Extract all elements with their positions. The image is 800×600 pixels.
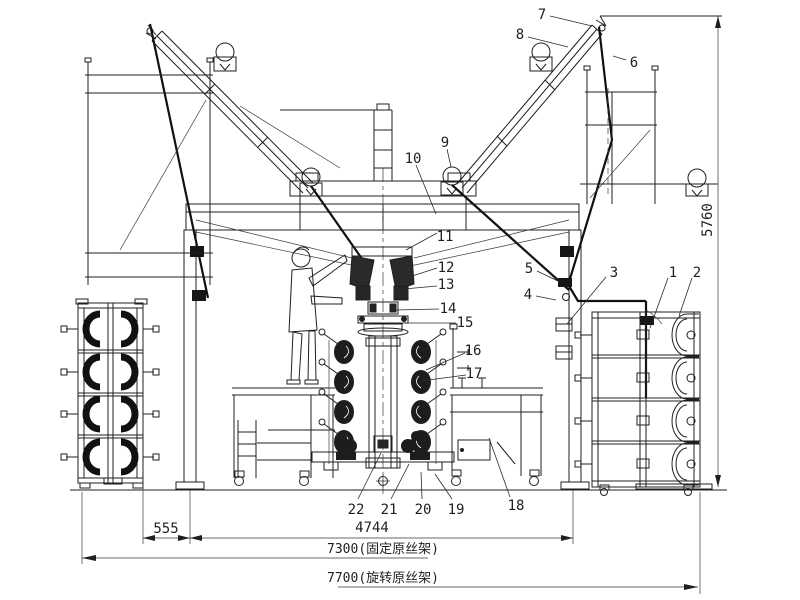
callout-20: 20 bbox=[415, 471, 432, 518]
post-clamps bbox=[555, 317, 573, 360]
dim-555-label: 555 bbox=[153, 521, 178, 537]
worker-figure bbox=[286, 246, 348, 385]
callout-12-label: 12 bbox=[438, 260, 455, 276]
pulley-left-outer bbox=[213, 42, 237, 72]
callout-7: 7 bbox=[538, 7, 593, 27]
dim-5760: 5760 bbox=[700, 16, 721, 487]
callout-2: 2 bbox=[678, 265, 701, 317]
callout-4-label: 4 bbox=[524, 287, 532, 303]
callout-7-label: 7 bbox=[538, 7, 546, 23]
right-creel-rack bbox=[574, 309, 713, 496]
callout-3: 3 bbox=[566, 265, 618, 325]
callout-21-label: 21 bbox=[381, 502, 398, 518]
tension-roller bbox=[562, 293, 570, 301]
center-column bbox=[328, 246, 437, 469]
callout-18-label: 18 bbox=[508, 498, 525, 514]
callout-13: 13 bbox=[403, 277, 455, 293]
callout-19-label: 19 bbox=[448, 502, 465, 518]
pulley-left-inner bbox=[299, 167, 323, 197]
cable-anchors bbox=[190, 246, 654, 325]
callout-16: 16 bbox=[425, 343, 482, 371]
dim-7700: 7700(旋转原丝架) bbox=[327, 492, 701, 594]
callout-11-label: 11 bbox=[437, 229, 454, 245]
dim-4744-label: 4744 bbox=[355, 520, 389, 536]
callout-2-label: 2 bbox=[693, 265, 701, 281]
callout-18: 18 bbox=[488, 437, 525, 514]
callout-3-label: 3 bbox=[610, 265, 618, 281]
bobbins bbox=[82, 310, 139, 476]
callout-4: 4 bbox=[524, 287, 557, 303]
spools bbox=[671, 313, 699, 486]
dim-7700-label: 7700(旋转原丝架) bbox=[327, 571, 439, 586]
wire-cables bbox=[148, 23, 648, 398]
callout-11: 11 bbox=[405, 229, 454, 251]
dim-7300-label: 7300(固定原丝架) bbox=[327, 542, 439, 557]
roller-arms bbox=[318, 328, 447, 449]
dim-5760-label: 5760 bbox=[700, 203, 716, 237]
callout-6: 6 bbox=[612, 55, 638, 71]
callout-14-label: 14 bbox=[440, 301, 457, 317]
left-scaffold bbox=[84, 57, 214, 285]
callout-8: 8 bbox=[516, 27, 569, 48]
right-scaffold bbox=[580, 65, 718, 204]
callout-9: 9 bbox=[441, 135, 452, 168]
pulley-right-outer bbox=[529, 42, 553, 72]
callout-20-label: 20 bbox=[415, 502, 432, 518]
callout-21: 21 bbox=[381, 463, 410, 518]
machine-geometry bbox=[60, 15, 727, 496]
callout-9-label: 9 bbox=[441, 135, 449, 151]
callout-15-label: 15 bbox=[457, 315, 474, 331]
dimensions-layer: 555 4744 7300(固定原丝架) 7700(旋转原丝架) 5760 bbox=[81, 16, 721, 594]
center-tower bbox=[280, 103, 477, 204]
callout-15: 15 bbox=[400, 315, 473, 331]
callout-8-label: 8 bbox=[516, 27, 524, 43]
bottom-drive-assembly bbox=[311, 431, 455, 488]
callout-22: 22 bbox=[348, 452, 382, 518]
main-frame bbox=[175, 203, 590, 490]
callout-1-label: 1 bbox=[669, 265, 677, 281]
pulley-far-right bbox=[685, 168, 709, 197]
left-bench bbox=[232, 387, 335, 486]
dim-7300: 7300(固定原丝架) bbox=[81, 492, 439, 564]
callout-1: 1 bbox=[649, 265, 677, 329]
callout-22-label: 22 bbox=[348, 502, 365, 518]
right-boom-arm bbox=[456, 15, 607, 194]
dim-555: 555 bbox=[142, 486, 191, 544]
callout-19: 19 bbox=[434, 473, 465, 518]
dim-4744: 4744 bbox=[190, 490, 574, 544]
callout-5-label: 5 bbox=[525, 261, 533, 277]
callout-13-label: 13 bbox=[438, 277, 455, 293]
callout-17-label: 17 bbox=[466, 366, 483, 382]
callout-17: 17 bbox=[420, 366, 483, 382]
callout-5: 5 bbox=[525, 261, 561, 283]
callouts-layer: 1 2 3 4 5 6 7 8 bbox=[348, 7, 702, 518]
callout-6-label: 6 bbox=[630, 55, 638, 71]
callout-10: 10 bbox=[405, 151, 437, 215]
callout-14: 14 bbox=[395, 301, 457, 317]
roller-stack-right bbox=[411, 340, 431, 454]
left-creel-rack bbox=[60, 298, 160, 489]
callout-16-label: 16 bbox=[465, 343, 482, 359]
callout-10-label: 10 bbox=[405, 151, 422, 167]
callout-12: 12 bbox=[408, 260, 455, 278]
